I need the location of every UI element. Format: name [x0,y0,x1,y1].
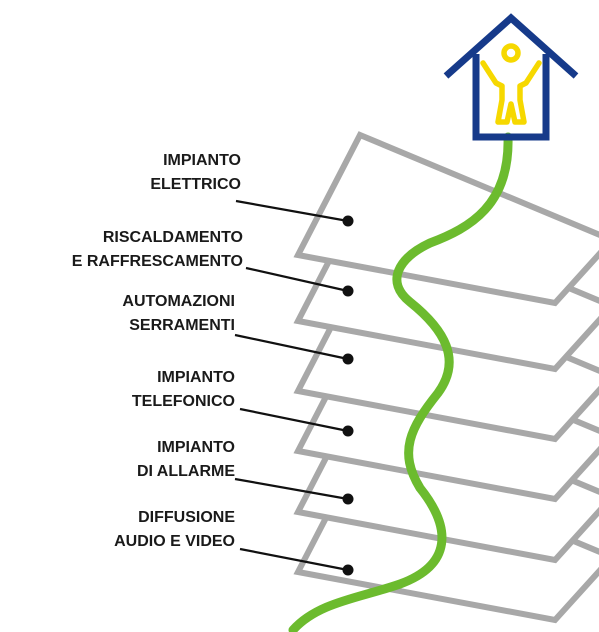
label-diffusione: DIFFUSIONE AUDIO E VIDEO [114,506,235,554]
house-outline-icon [443,13,579,141]
leader-line-1 [235,199,349,223]
label-line: RISCALDAMENTO [102,229,243,246]
label-line: AUTOMAZIONI [122,293,235,310]
label-impianto-allarme: IMPIANTO DI ALLARME [137,436,235,484]
leader-dot-4 [342,425,354,437]
label-line: IMPIANTO [157,439,235,456]
label-line: SERRAMENTI [129,317,235,334]
leader-dot-1 [342,215,354,227]
label-line: IMPIANTO [163,152,241,169]
label-riscaldamento: RISCALDAMENTO E RAFFRESCAMENTO [72,226,243,274]
green-cable [288,132,513,632]
leader-dot-6 [342,564,354,576]
leader-dot-5 [342,493,354,505]
label-line: TELEFONICO [131,393,235,410]
leader-line-2 [245,266,349,293]
leader-line-4 [239,407,349,433]
label-line: DIFFUSIONE [138,509,235,526]
person-arms-raised-icon [480,43,542,125]
leader-dot-2 [342,285,354,297]
label-line: AUDIO E VIDEO [114,533,235,550]
leader-dot-3 [342,353,354,365]
label-line: E RAFFRESCAMENTO [71,253,243,270]
leader-lines [234,199,354,576]
label-line: IMPIANTO [157,369,235,386]
label-line: ELETTRICO [150,176,241,193]
label-impianto-elettrico: IMPIANTO ELETTRICO [150,149,241,197]
label-impianto-telefonico: IMPIANTO TELEFONICO [132,366,235,414]
leader-line-6 [239,547,349,572]
label-automazioni: AUTOMAZIONI SERRAMENTI [122,290,235,338]
leader-line-5 [234,477,349,501]
label-line: DI ALLARME [136,463,235,480]
leader-line-3 [234,333,349,361]
